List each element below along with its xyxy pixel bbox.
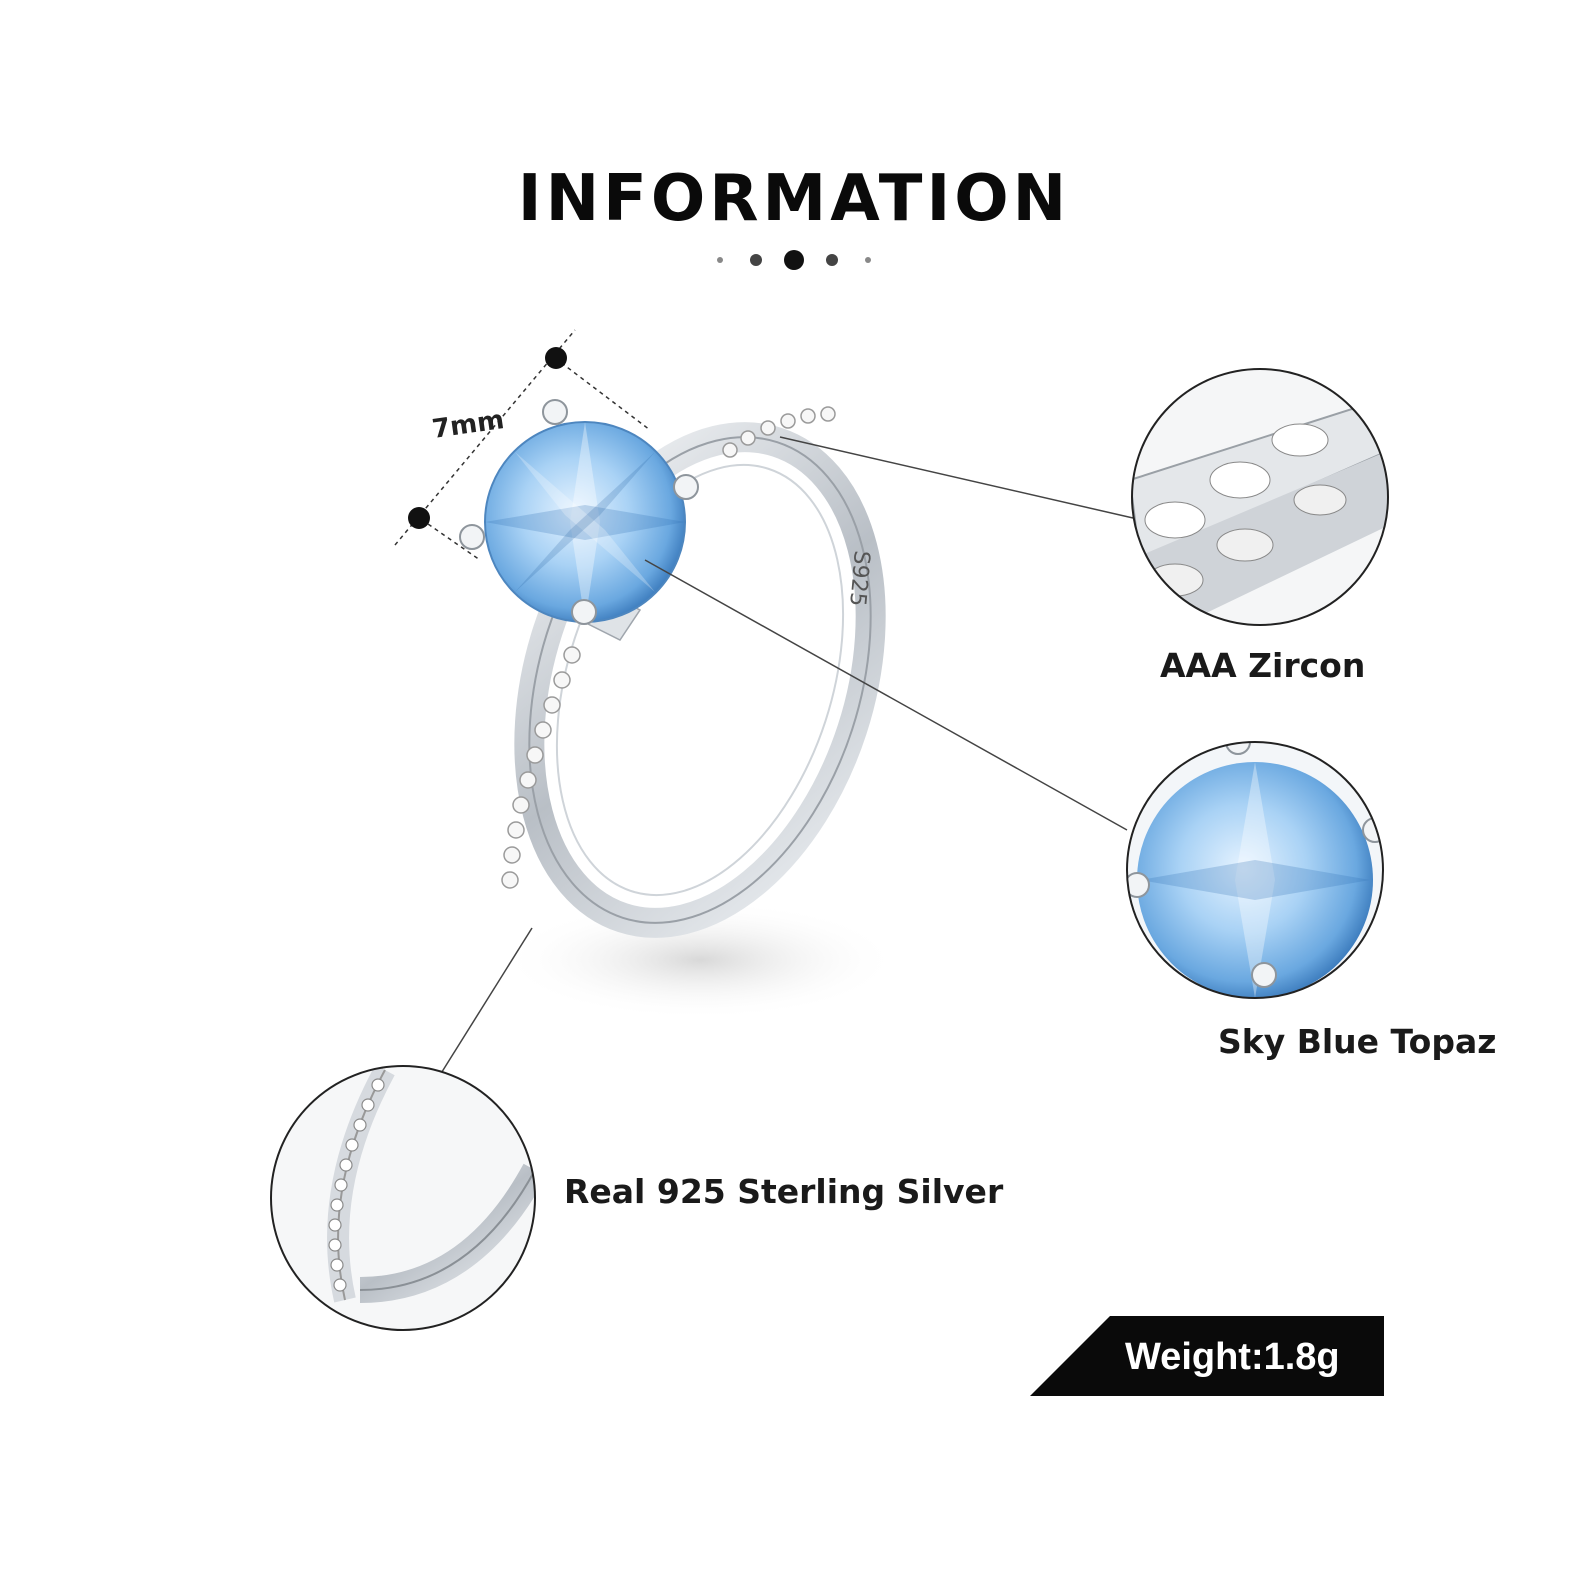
leader-lines [439,436,1134,1076]
zircon-label: AAA Zircon [1160,646,1366,685]
dimension-marker [394,329,651,561]
silver-label: Real 925 Sterling Silver [564,1172,1004,1211]
topaz-label: Sky Blue Topaz [1218,1022,1497,1061]
ring-band [514,422,886,938]
page-title: INFORMATION [517,162,1071,236]
sky-blue-topaz-gem [484,421,686,623]
weight-badge [1030,1316,1384,1396]
zircon-detail-circle [1131,368,1389,626]
topaz-detail-circle [1126,741,1384,999]
ring-stamp: S925 [844,549,874,607]
prongs [459,399,699,625]
pave-stones [501,406,836,889]
silver-detail-circle [270,1065,536,1331]
weight-label: Weight:1.8g [1125,1336,1340,1378]
dot-separator [717,250,871,270]
